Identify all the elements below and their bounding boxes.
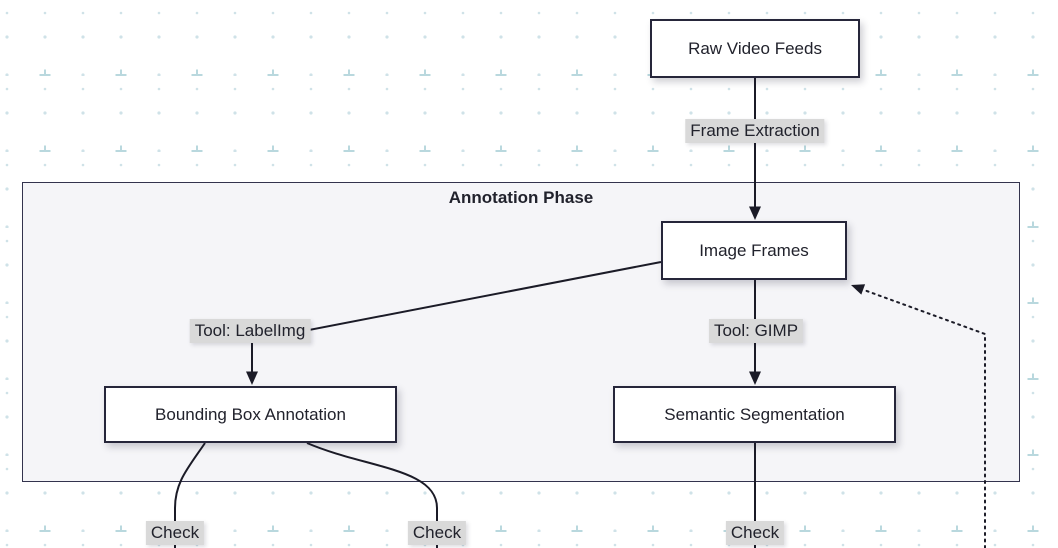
edge-label-check-left: Check (145, 521, 205, 545)
node-label: Raw Video Feeds (688, 38, 822, 58)
node-label: Bounding Box Annotation (155, 404, 346, 424)
edge-label-check-right: Check (725, 521, 785, 545)
node-semantic-segmentation: Semantic Segmentation (613, 386, 896, 443)
node-image-frames: Image Frames (661, 221, 847, 280)
edge-label-tool-gimp: Tool: GIMP (708, 319, 804, 343)
node-label: Image Frames (699, 240, 809, 260)
subgraph-title: Annotation Phase (448, 188, 594, 207)
edge-label-frame-extraction: Frame Extraction (685, 119, 825, 143)
node-raw-video-feeds: Raw Video Feeds (650, 19, 860, 78)
node-label: Semantic Segmentation (664, 404, 845, 424)
node-bounding-box-annotation: Bounding Box Annotation (104, 386, 397, 443)
edge-label-check-middle: Check (407, 521, 467, 545)
edge-label-tool-labelimg: Tool: LabelImg (189, 319, 311, 343)
